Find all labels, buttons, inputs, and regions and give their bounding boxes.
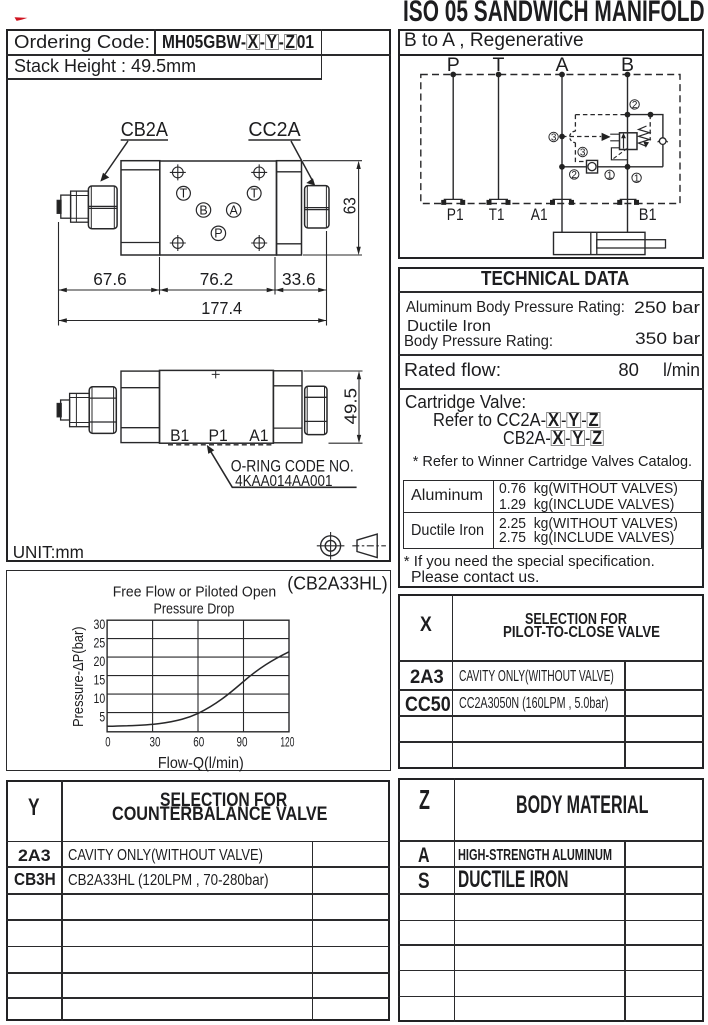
- svg-text:P: P: [447, 54, 460, 76]
- svg-text:25: 25: [94, 634, 106, 650]
- svg-text:T: T: [493, 54, 505, 76]
- svg-text:3: 3: [580, 148, 586, 159]
- svg-text:3: 3: [551, 133, 557, 144]
- svg-text:O-RING CODE NO.: O-RING CODE NO.: [231, 458, 354, 476]
- svg-text:B: B: [621, 54, 634, 76]
- svg-text:P1: P1: [209, 426, 228, 445]
- svg-text:60: 60: [193, 733, 204, 749]
- svg-text:A1: A1: [249, 426, 268, 445]
- svg-text:49.5: 49.5: [340, 388, 360, 424]
- svg-text:177.4: 177.4: [201, 298, 242, 318]
- svg-text:A: A: [555, 54, 568, 76]
- svg-text:B: B: [199, 203, 207, 217]
- svg-text:B1: B1: [639, 205, 657, 224]
- svg-text:10: 10: [94, 689, 106, 705]
- svg-text:0: 0: [105, 733, 110, 749]
- svg-text:T1: T1: [489, 205, 505, 224]
- svg-text:2: 2: [571, 170, 577, 181]
- svg-text:P: P: [214, 227, 222, 241]
- svg-text:CB2A: CB2A: [121, 119, 169, 141]
- svg-text:120: 120: [280, 733, 294, 749]
- svg-text:B1: B1: [170, 426, 189, 445]
- svg-text:1: 1: [634, 173, 640, 184]
- svg-text:T: T: [180, 187, 188, 201]
- svg-text:15: 15: [94, 671, 106, 687]
- svg-text:76.2: 76.2: [200, 269, 234, 289]
- svg-text:90: 90: [237, 733, 248, 749]
- svg-text:UNIT:mm: UNIT:mm: [13, 542, 84, 562]
- svg-text:Free Flow or Piloted Open: Free Flow or Piloted Open: [113, 583, 277, 600]
- svg-text:30: 30: [94, 616, 106, 632]
- svg-text:30: 30: [150, 733, 161, 749]
- svg-text:33.6: 33.6: [282, 269, 316, 289]
- svg-text:20: 20: [94, 653, 106, 669]
- svg-text:CC2A: CC2A: [248, 119, 301, 141]
- svg-text:A1: A1: [531, 205, 548, 224]
- svg-text:4KAA014AA001: 4KAA014AA001: [235, 473, 332, 490]
- svg-text:Flow-Q(l/min): Flow-Q(l/min): [158, 754, 244, 771]
- svg-text:5: 5: [99, 708, 105, 724]
- svg-text:A: A: [230, 203, 239, 217]
- svg-text:Pressure-ΔP(bar): Pressure-ΔP(bar): [70, 626, 87, 727]
- svg-text:63: 63: [339, 197, 359, 214]
- svg-text:67.6: 67.6: [93, 269, 127, 289]
- svg-text:(CB2A33HL): (CB2A33HL): [287, 572, 387, 593]
- svg-text:Pressure Drop: Pressure Drop: [154, 600, 235, 617]
- svg-text:2: 2: [632, 100, 638, 111]
- svg-text:P1: P1: [447, 205, 464, 224]
- svg-text:1: 1: [607, 170, 613, 181]
- svg-text:T: T: [250, 187, 258, 201]
